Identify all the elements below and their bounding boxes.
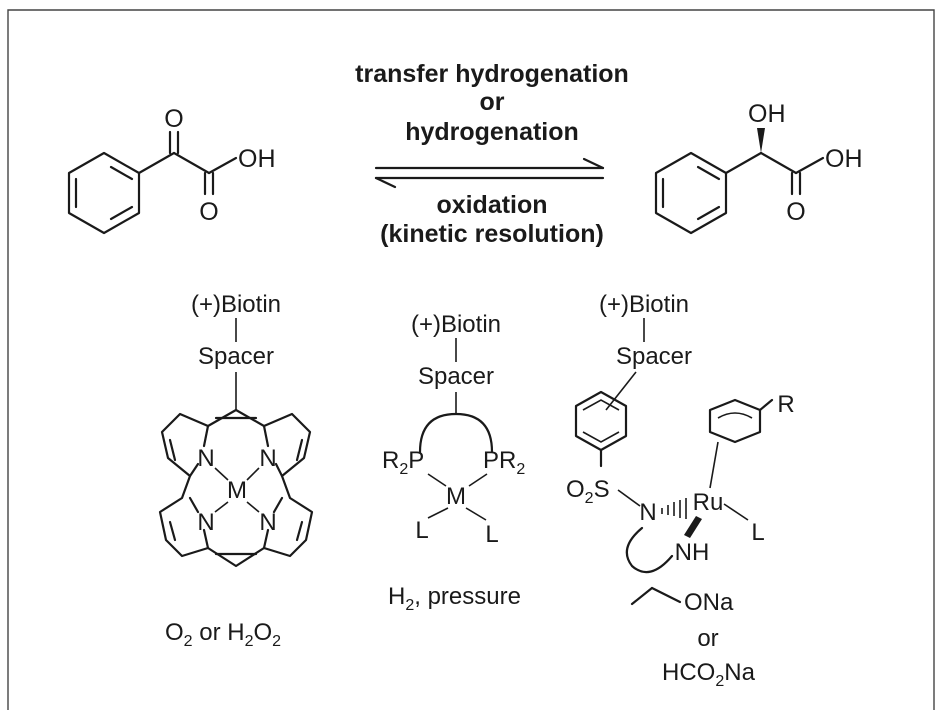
porphyrin-double-bond [295,520,304,542]
diphosphine-conditions: H2, pressure [388,583,521,614]
reactant-ring-double-bond [109,205,134,221]
porphyrin-bond [202,528,210,550]
porphyrin-nitrogen: N [259,509,276,536]
product-structure: OH OH O [654,100,863,235]
porphyrin-bond [262,528,270,550]
forward-condition-line-1: transfer hydrogenation [355,60,629,88]
forward-condition-line-3: hydrogenation [405,118,579,146]
ru-arene-bond [709,441,719,489]
left-phosphine: R2P [382,447,424,478]
porphyrin-bond [188,496,200,514]
product-ring-double-bond [696,205,721,221]
product-bond [759,151,798,175]
reactant-benzene-ring [67,151,141,235]
ligand-l: L [415,517,428,544]
isopropyl-bond [630,586,654,606]
arene-r-bond [758,398,774,412]
p-m-bond [468,473,488,487]
isopropoxide-skeletal [630,586,682,606]
reverse-condition-line-1: oxidation [436,191,547,219]
diphosphine-backbone [418,412,494,454]
product-bond [794,156,825,175]
reactant-hydroxyl: OH [238,145,276,173]
porphyrin-macrocycle [158,408,314,568]
product-alcohol: OH [748,100,786,128]
product-ring-double-bond [696,165,721,181]
catalyst-diphosphine: (+)Biotin Spacer R2P PR2 M L L H2, press… [382,311,525,614]
metal-n-bond [214,501,229,513]
ruthenium-condition-line-1: ONa [684,589,734,616]
ruthenium-condition-line-3: HCO2Na [662,659,756,690]
porphyrin-nitrogen: N [197,509,214,536]
aryl-aromatic-circle [582,399,620,411]
sulfonamide-nitrogen: N [639,499,656,526]
biotin-label: (+)Biotin [191,291,281,318]
reactant-bond [172,151,211,175]
hashed-bond [661,498,687,519]
porphyrin-double-bond [168,438,177,462]
reactant-carbonyl-oxygen: O [164,105,183,133]
porphyrin-double-bond [295,438,304,462]
porphyrin-bond [274,462,284,478]
porphyrin-bond [262,424,270,448]
product-benzene-ring [654,151,728,235]
spacer-label: Spacer [418,363,494,390]
aryl-aromatic-circle [582,431,620,443]
reactant-structure: O OH O [67,105,276,235]
forward-arrow-head [582,157,605,170]
catalyst-porphyrin: (+)Biotin Spacer N N N N M O2 or H2O2 [158,291,314,650]
product-bond [724,151,763,175]
amine-nh: NH [675,539,710,566]
spacer-link-bond [605,371,637,411]
p-m-bond [427,473,447,487]
m-l-bond [427,507,449,519]
porphyrin-bond [272,496,284,514]
product-acid-oxygen: O [786,198,805,226]
arene-aromatic-arc [717,412,753,419]
ru-l-bond [723,503,749,521]
porphyrin-nitrogen: N [259,445,276,472]
reactant-acid-oxygen: O [199,198,218,226]
porphyrin-conditions: O2 or H2O2 [165,619,281,650]
biotin-label: (+)Biotin [411,311,501,338]
reactant-bond [137,151,176,175]
ligand-l: L [485,521,498,548]
porphyrin-bond [188,462,200,478]
figure-frame [7,9,935,710]
arene-ligand-ring [708,398,762,444]
ruthenium-condition-line-2: or [697,625,718,652]
product-hydroxyl: OH [825,145,863,173]
product-wedge-bond [757,128,765,153]
reverse-condition-line-2: (kinetic resolution) [380,220,604,248]
spacer-label: Spacer [616,343,692,370]
porphyrin-double-bond [168,520,177,542]
sulfonyl-group: O2S [566,476,610,507]
isopropyl-bond [650,586,682,604]
biotin-label: (+)Biotin [599,291,689,318]
arene-substituent-r: R [777,391,794,418]
right-phosphine: PR2 [483,447,525,478]
diamine-backbone-arc [625,526,674,574]
porphyrin-bond [202,424,210,448]
catalyst-ruthenium: (+)Biotin Spacer O2S N Ru R L NH [566,291,795,690]
reactant-bond [207,156,238,175]
porphyrin-nitrogen: N [197,445,214,472]
s-n-bond [617,489,641,507]
reverse-arrow-head [374,176,397,189]
equilibrium-arrows [374,157,605,189]
ru-nh-wedge-bond [684,516,702,538]
forward-condition-line-2: or [480,88,505,116]
metal-n-bond [214,467,229,481]
porphyrin-metal: M [227,477,247,504]
ruthenium-center: Ru [693,489,724,516]
metal-n-bond [246,501,260,513]
m-l-bond [465,507,487,521]
ligand-l: L [751,519,764,546]
metal-n-bond [246,467,260,481]
spacer-label: Spacer [198,343,274,370]
diphosphine-metal: M [446,483,466,510]
reactant-ring-double-bond [109,165,134,181]
